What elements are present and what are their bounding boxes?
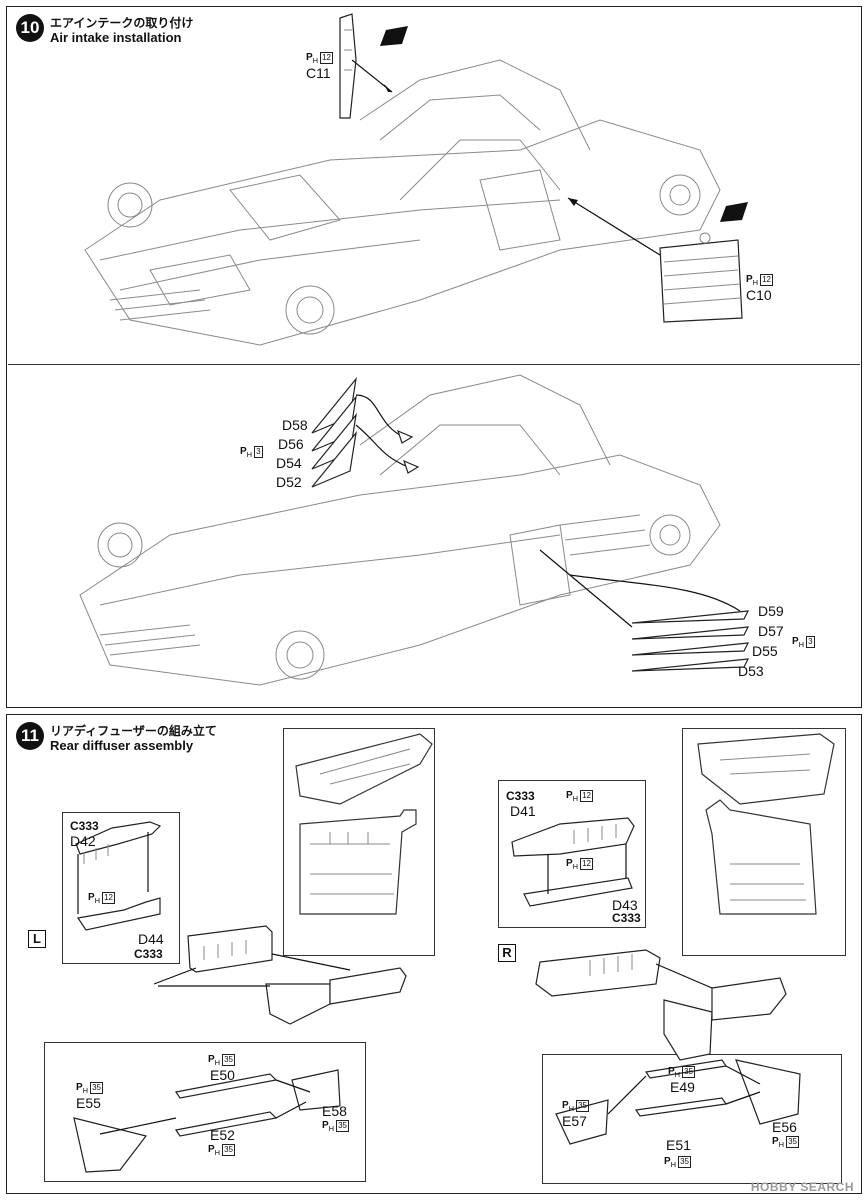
e55-label: E55	[76, 1095, 101, 1111]
chassis-drawing-top	[84, 13, 748, 346]
e56-label: E56	[772, 1119, 797, 1135]
right-upper-material: C333	[506, 789, 535, 803]
fin-label-d52: D52	[276, 474, 302, 490]
right-lower-material: C333	[612, 911, 641, 925]
diffuser-drawing	[73, 733, 835, 1173]
e50-label: E50	[210, 1067, 235, 1083]
c10-label: C10	[746, 287, 772, 303]
left-side-tag: L	[28, 930, 46, 948]
step11-title-en: Rear diffuser assembly	[50, 738, 194, 753]
right-top-view-box	[682, 728, 846, 956]
step10-number: 10	[16, 14, 44, 42]
left-upper-label: D42	[70, 833, 96, 849]
e51-label: E51	[666, 1137, 691, 1153]
left-upper-material: C333	[70, 819, 99, 833]
step10-panel	[6, 6, 862, 708]
e58-label: E58	[322, 1103, 347, 1119]
e49-label: E49	[670, 1079, 695, 1095]
right-lower-label: D43	[612, 897, 638, 913]
step11-title-jp: リアディフューザーの組み立て	[50, 724, 217, 738]
left-lower-material: C333	[134, 947, 163, 961]
fin-label-d59: D59	[758, 603, 784, 619]
step10-divider	[8, 364, 860, 365]
fin-label-d55: D55	[752, 643, 778, 659]
step10-title-jp: エアインテークの取り付け	[50, 16, 194, 30]
c11-label: C11	[306, 65, 331, 81]
fin-label-d57: D57	[758, 623, 784, 639]
step10-title-en: Air intake installation	[50, 30, 182, 45]
left-top-view-box	[283, 728, 435, 956]
e57-label: E57	[562, 1113, 587, 1129]
right-upper-label: D41	[510, 803, 536, 819]
fin-label-d53: D53	[738, 663, 764, 679]
chassis-drawing-bottom	[79, 374, 750, 686]
step11-number: 11	[16, 722, 44, 750]
right-side-tag: R	[498, 944, 516, 962]
fin-label-d56: D56	[278, 436, 304, 452]
fin-label-d54: D54	[276, 455, 302, 471]
e52-label: E52	[210, 1127, 235, 1143]
fin-label-d58: D58	[282, 417, 308, 433]
left-lower-label: D44	[138, 931, 164, 947]
watermark: HOBBY SEARCH	[750, 1180, 854, 1194]
